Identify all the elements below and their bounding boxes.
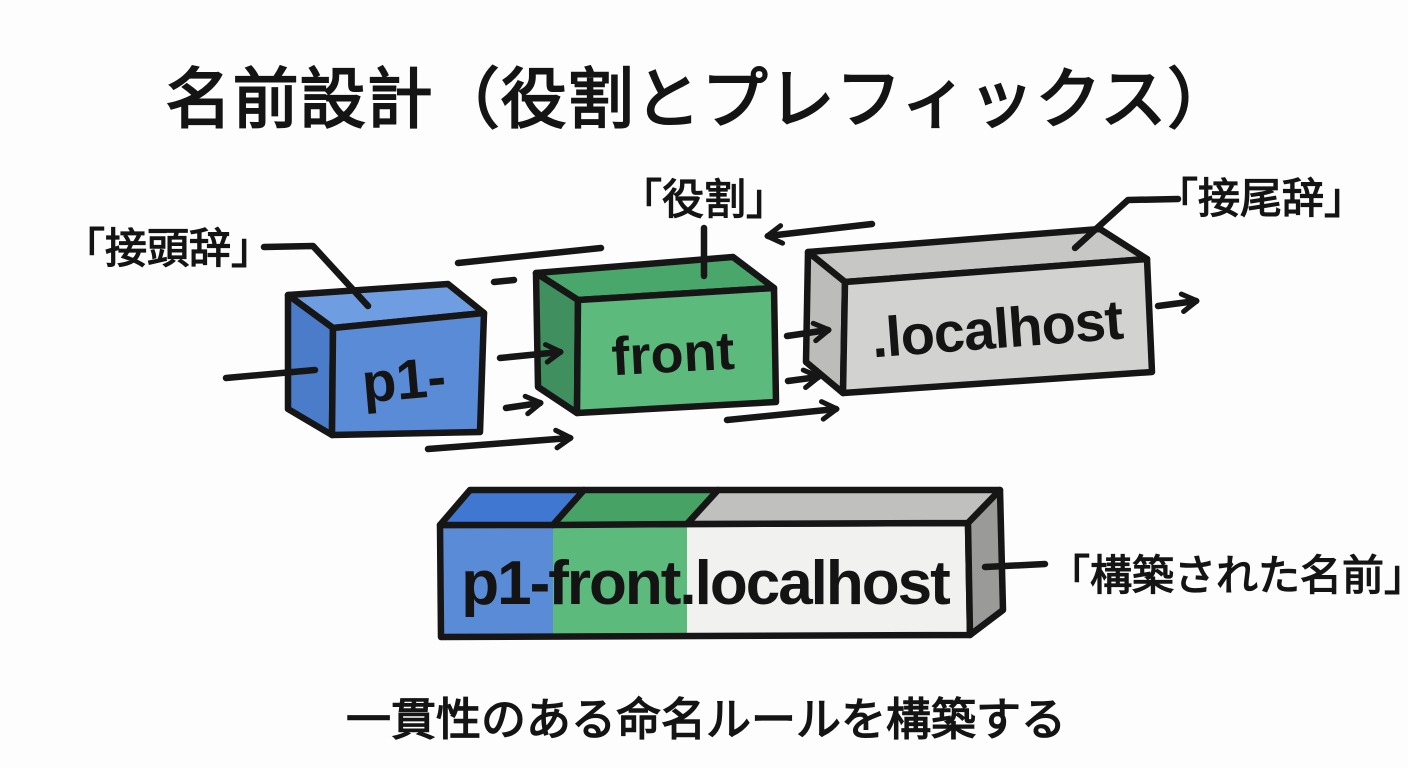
- page-title: 名前設計（役割とプレフィックス）: [166, 62, 1235, 136]
- prefix-block-front-face: [328, 309, 488, 439]
- role-block-left-face: [532, 269, 582, 417]
- callouts: 「接頭辞」 「役割」 「接尾辞」 「構築された名前」: [63, 175, 1408, 599]
- prefix-block-text: p1-: [359, 344, 448, 414]
- role-block: front: [532, 253, 780, 417]
- combined-prefix-segment: [440, 525, 553, 637]
- combined-label: 「構築された名前」: [1048, 552, 1408, 599]
- suffix-label: 「接尾辞」: [1156, 175, 1366, 222]
- suffix-label-connector: [1071, 195, 1182, 252]
- prefix-block: p1-: [284, 280, 488, 439]
- combined-top-suffix-segment: [683, 486, 1004, 528]
- arrow-prefix-to-role-small-icon: [502, 393, 544, 417]
- combined-right-face: [964, 486, 1007, 639]
- arrow-left-icon: [764, 220, 876, 246]
- combined-role-segment: [553, 524, 687, 636]
- arrow-role-to-suffix-icon: [783, 320, 832, 344]
- motion-line: [454, 244, 605, 267]
- combined-label-connector: [981, 560, 1049, 571]
- suffix-block-left-face: [802, 248, 849, 397]
- combined-suffix-segment: [687, 523, 970, 636]
- prefix-label-connector: [260, 242, 372, 310]
- role-label: 「役割」: [620, 176, 788, 223]
- arrow-role-to-suffix-long-icon: [723, 399, 840, 424]
- motion-arrows: [222, 220, 1200, 453]
- arrow-role-to-suffix-small-icon: [784, 367, 822, 391]
- entry-line: [222, 366, 319, 382]
- arrow-exit-icon: [1154, 291, 1200, 315]
- bottom-caption: 一貫性のある命名ルールを構築する: [346, 694, 1066, 745]
- arrow-prefix-to-role-icon: [496, 342, 564, 365]
- role-block-text: front: [610, 321, 736, 387]
- prefix-label: 「接頭辞」: [63, 225, 273, 272]
- role-block-front-face: [573, 284, 780, 417]
- combined-block: p1-front.localhost: [436, 486, 1007, 641]
- motion-dash: [490, 276, 518, 286]
- combined-block-text: p1-front.localhost: [461, 549, 950, 618]
- arrow-prefix-to-role-long-icon: [424, 427, 574, 453]
- suffix-block-front-face: [839, 255, 1156, 397]
- suffix-block: .localhost: [802, 225, 1156, 397]
